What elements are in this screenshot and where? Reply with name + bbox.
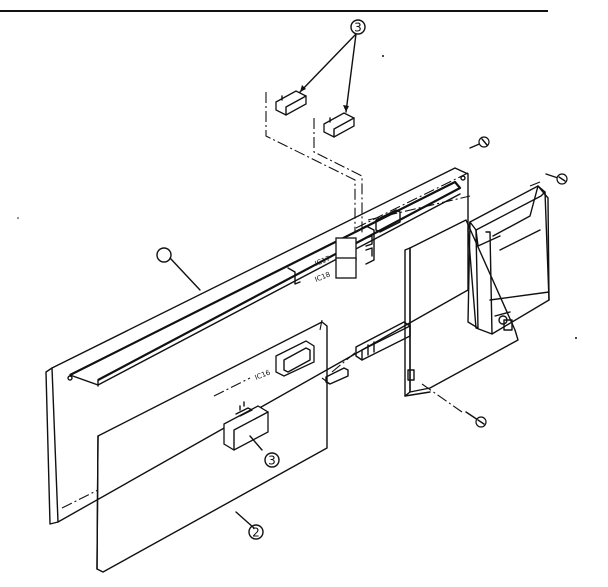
ic16-label: IC16 — [254, 368, 272, 382]
retainer-bottom — [223, 401, 269, 451]
ic16-chip — [275, 340, 315, 377]
ic18-label: IC18 — [314, 270, 332, 283]
speck — [575, 337, 577, 339]
assembly-lines — [61, 92, 541, 509]
callout-3-top: 3 — [350, 19, 366, 35]
svg-text:3: 3 — [268, 454, 276, 468]
center-connector — [355, 321, 411, 361]
svg-text:2: 2 — [252, 526, 260, 540]
ic-socket-block — [335, 209, 401, 279]
cover-bracket — [467, 185, 550, 335]
callout-2: 2 — [248, 524, 264, 540]
right-board — [404, 219, 519, 397]
screw-bottom — [465, 411, 487, 428]
small-connector — [325, 367, 349, 385]
main-board — [45, 167, 469, 525]
retainer-top-right — [323, 112, 355, 138]
callout-empty — [156, 247, 172, 263]
speck — [382, 55, 384, 57]
screw-top-right — [545, 173, 568, 185]
callout-leaders — [169, 33, 357, 529]
retainer-top-left — [275, 90, 307, 116]
speck — [17, 217, 19, 219]
screw-top-left — [469, 136, 490, 149]
callout-3-bottom: 3 — [264, 452, 280, 468]
svg-text:3: 3 — [354, 21, 362, 35]
